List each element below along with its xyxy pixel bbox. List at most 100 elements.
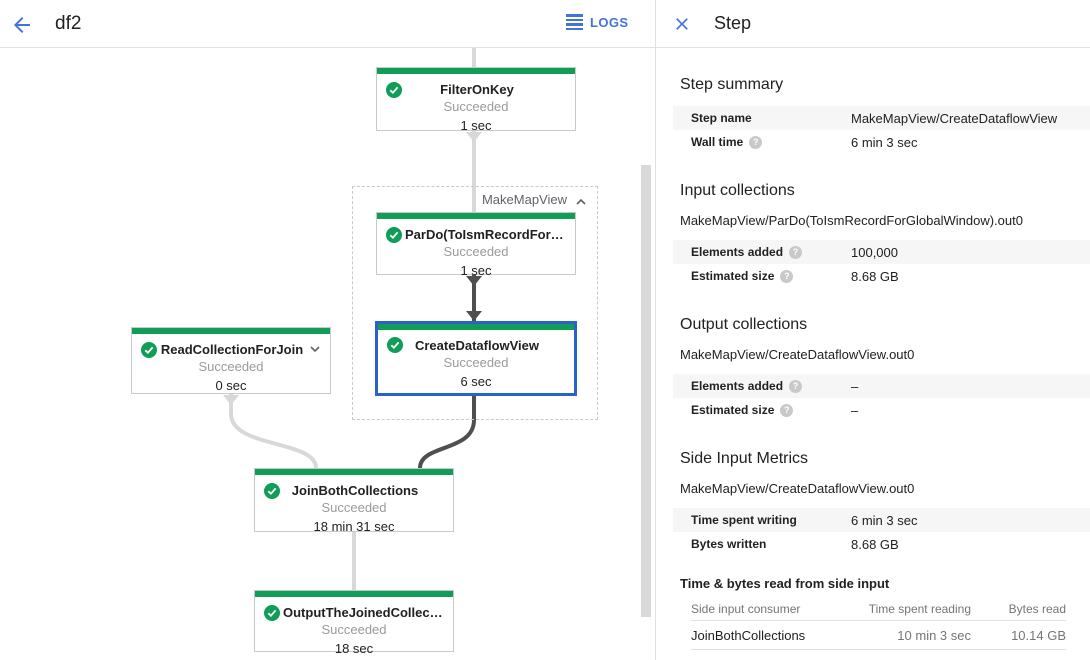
kv-row-bytes-written: Bytes written 8.68 GB bbox=[673, 532, 1090, 556]
success-check-icon bbox=[386, 82, 402, 98]
node-pardo-toismrecord[interactable]: ParDo(ToIsmRecordFor… Succeeded 1 sec bbox=[376, 212, 576, 278]
node-title: ReadCollectionForJoin bbox=[160, 342, 304, 357]
help-icon[interactable]: ? bbox=[780, 403, 794, 417]
node-filteronkey[interactable]: FilterOnKey Succeeded 1 sec bbox=[376, 67, 576, 133]
logs-button-label: LOGS bbox=[590, 14, 629, 30]
step-details-panel: Step Step summary Step name MakeMapView/… bbox=[655, 0, 1090, 660]
node-status-bar bbox=[377, 68, 575, 74]
kv-row-elements-added: Elements added? – bbox=[673, 374, 1090, 398]
makemapview-group: MakeMapView bbox=[352, 186, 598, 420]
kv-value: – bbox=[851, 378, 859, 394]
kv-row-elements-added: Elements added? 100,000 bbox=[673, 240, 1090, 264]
input-collections-rows: Elements added? 100,000 Estimated size? … bbox=[673, 240, 1090, 288]
kv-label: Elements added bbox=[691, 245, 784, 259]
arrowhead bbox=[466, 132, 482, 142]
logs-button[interactable]: LOGS bbox=[566, 14, 629, 31]
node-time: 0 sec bbox=[215, 378, 247, 393]
node-status: Succeeded bbox=[443, 99, 509, 114]
collapse-chevron-up-icon[interactable] bbox=[573, 194, 589, 210]
kv-label: Time spent writing bbox=[691, 513, 797, 527]
col-bytes-read: Bytes read bbox=[1008, 601, 1066, 616]
help-icon[interactable]: ? bbox=[789, 379, 803, 393]
kv-label: Estimated size bbox=[691, 269, 775, 283]
panel-title: Step bbox=[714, 13, 752, 33]
back-icon[interactable] bbox=[10, 13, 34, 37]
arrowhead bbox=[466, 276, 482, 286]
kv-label: Wall time bbox=[691, 135, 744, 149]
arrowhead bbox=[223, 395, 239, 405]
node-title: ParDo(ToIsmRecordFor… bbox=[405, 227, 564, 242]
help-icon[interactable]: ? bbox=[780, 269, 794, 283]
node-title: OutputTheJoinedCollec… bbox=[283, 605, 443, 620]
kv-label: Elements added bbox=[691, 379, 784, 393]
kv-label: Bytes written bbox=[691, 537, 767, 551]
table-header-row: Side input consumer Time spent reading B… bbox=[691, 597, 1066, 621]
kv-value: MakeMapView/CreateDataflowView bbox=[851, 110, 1058, 126]
node-title: CreateDataflowView bbox=[414, 338, 540, 353]
success-check-icon bbox=[264, 483, 280, 499]
node-status: Succeeded bbox=[198, 359, 264, 374]
graph-edges bbox=[223, 48, 482, 590]
kv-label: Step name bbox=[691, 111, 752, 125]
arrowhead bbox=[466, 311, 482, 321]
output-collection-name: MakeMapView/CreateDataflowView.out0 bbox=[680, 347, 915, 362]
kv-value: 100,000 bbox=[851, 244, 898, 260]
output-collections-heading: Output collections bbox=[680, 316, 808, 333]
node-time: 18 min 31 sec bbox=[313, 519, 395, 534]
side-input-collection-name: MakeMapView/CreateDataflowView.out0 bbox=[680, 481, 915, 496]
edge-read-to-join bbox=[229, 394, 318, 469]
kv-row-time-spent-writing: Time spent writing 6 min 3 sec bbox=[673, 508, 1090, 532]
col-side-input-consumer: Side input consumer bbox=[691, 601, 801, 616]
node-time: 18 sec bbox=[334, 641, 374, 656]
kv-row-estimated-size: Estimated size? – bbox=[673, 398, 1090, 422]
success-check-icon bbox=[264, 605, 280, 621]
help-icon[interactable]: ? bbox=[749, 135, 763, 149]
job-graph-canvas[interactable]: MakeMapView FilterOnKey Succeeded 1 sec … bbox=[0, 48, 655, 660]
panel-header: Step bbox=[656, 0, 1090, 48]
node-status: Succeeded bbox=[443, 355, 509, 370]
node-status-bar bbox=[255, 591, 453, 597]
kv-value: 8.68 GB bbox=[851, 536, 899, 552]
group-label: MakeMapView bbox=[481, 192, 567, 207]
kv-value: 6 min 3 sec bbox=[851, 512, 918, 528]
node-time: 1 sec bbox=[460, 118, 492, 133]
cell-time-reading: 10 min 3 sec bbox=[897, 627, 971, 643]
kv-value: 8.68 GB bbox=[851, 268, 899, 284]
cell-consumer: JoinBothCollections bbox=[691, 627, 806, 643]
edge-createview-to-join bbox=[418, 396, 476, 469]
side-input-table-heading: Time & bytes read from side input bbox=[680, 576, 890, 591]
side-input-table: Side input consumer Time spent reading B… bbox=[691, 597, 1066, 650]
input-collections-heading: Input collections bbox=[680, 182, 795, 199]
input-collection-name: MakeMapView/ParDo(ToIsmRecordForGlobalWi… bbox=[680, 213, 1023, 228]
kv-label: Estimated size bbox=[691, 403, 775, 417]
close-icon[interactable] bbox=[672, 14, 692, 34]
step-summary-rows: Step name MakeMapView/CreateDataflowView… bbox=[673, 106, 1090, 154]
side-input-metrics-heading: Side Input Metrics bbox=[680, 450, 809, 467]
node-status-bar bbox=[377, 213, 575, 219]
graph-vertical-scrollbar[interactable] bbox=[641, 165, 651, 617]
node-joinbothcollections[interactable]: JoinBothCollections Succeeded 18 min 31 … bbox=[254, 468, 454, 534]
output-collections-rows: Elements added? – Estimated size? – bbox=[673, 374, 1090, 422]
node-title: JoinBothCollections bbox=[291, 483, 419, 498]
node-readcollectionforjoin[interactable]: ReadCollectionForJoin Succeeded 0 sec bbox=[131, 327, 331, 394]
job-title: df2 bbox=[55, 13, 82, 34]
kv-row-wall-time: Wall time? 6 min 3 sec bbox=[673, 130, 1090, 154]
col-time-spent-reading: Time spent reading bbox=[868, 601, 971, 616]
kv-row-step-name: Step name MakeMapView/CreateDataflowView bbox=[673, 106, 1090, 130]
list-icon bbox=[566, 14, 583, 31]
help-icon[interactable]: ? bbox=[789, 245, 803, 259]
node-status-bar bbox=[255, 469, 453, 475]
node-status: Succeeded bbox=[321, 500, 387, 515]
node-status-bar bbox=[132, 328, 330, 334]
kv-value: – bbox=[851, 402, 859, 418]
node-createdataflowview[interactable]: CreateDataflowView Succeeded 6 sec bbox=[375, 321, 577, 396]
side-input-rows: Time spent writing 6 min 3 sec Bytes wri… bbox=[673, 508, 1090, 556]
kv-row-estimated-size: Estimated size? 8.68 GB bbox=[673, 264, 1090, 288]
kv-value: 6 min 3 sec bbox=[851, 134, 918, 150]
expand-chevron-down-icon[interactable] bbox=[307, 341, 323, 357]
success-check-icon bbox=[387, 337, 403, 353]
node-outputthejoinedcollection[interactable]: OutputTheJoinedCollec… Succeeded 18 sec bbox=[254, 590, 454, 656]
node-status-bar bbox=[378, 324, 574, 330]
table-row: JoinBothCollections 10 min 3 sec 10.14 G… bbox=[691, 621, 1066, 650]
panel-body: Step summary Step name MakeMapView/Creat… bbox=[656, 76, 1090, 650]
